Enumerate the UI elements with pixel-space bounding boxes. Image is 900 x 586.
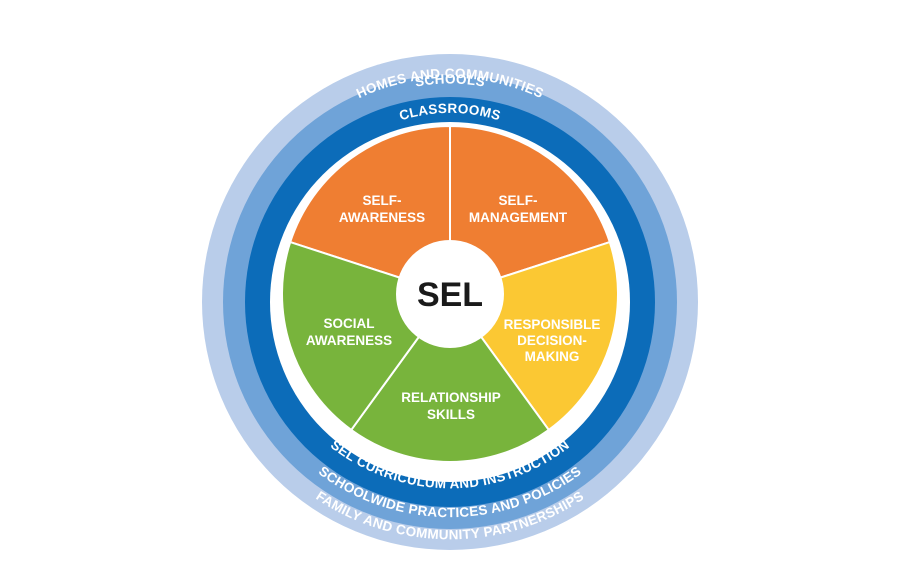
label-line: MANAGEMENT: [469, 210, 568, 225]
label-line: SELF-: [363, 193, 402, 208]
center-label: SEL: [417, 276, 483, 314]
center-circle: [396, 240, 504, 348]
label-line: RELATIONSHIP: [401, 390, 501, 405]
svg-text:SELF-AWARENESS: SELF- AWARENESS: [339, 193, 425, 225]
inner-ring-top-label: CLASSROOMS: [397, 101, 502, 123]
label-line: SELF-: [499, 193, 538, 208]
svg-text:SELF-MANAGEMENT: SELF- MANAGEMENT: [469, 193, 568, 225]
label-social-awareness: SOCIAL AWARENESS: [306, 316, 392, 348]
label-line: RESPONSIBLE: [504, 317, 601, 332]
label-line: AWARENESS: [339, 210, 425, 225]
segment-self-awareness: [288, 124, 451, 296]
segment-relationship-skills: [349, 292, 551, 463]
label-relationship-skills: RELATIONSHIP SKILLS: [401, 390, 501, 422]
label-line: AWARENESS: [306, 333, 392, 348]
label-line: SKILLS: [427, 407, 475, 422]
label-line: SOCIAL: [323, 316, 374, 331]
label-line: MAKING: [525, 349, 580, 364]
middle-ring-top-label: SCHOOLS: [414, 71, 486, 89]
label-line: DECISION-: [517, 333, 587, 348]
label-self-awareness: SELF- AWARENESS: [339, 193, 425, 225]
label-self-management: SELF- MANAGEMENT: [469, 193, 568, 225]
segment-self-management: [449, 124, 612, 296]
